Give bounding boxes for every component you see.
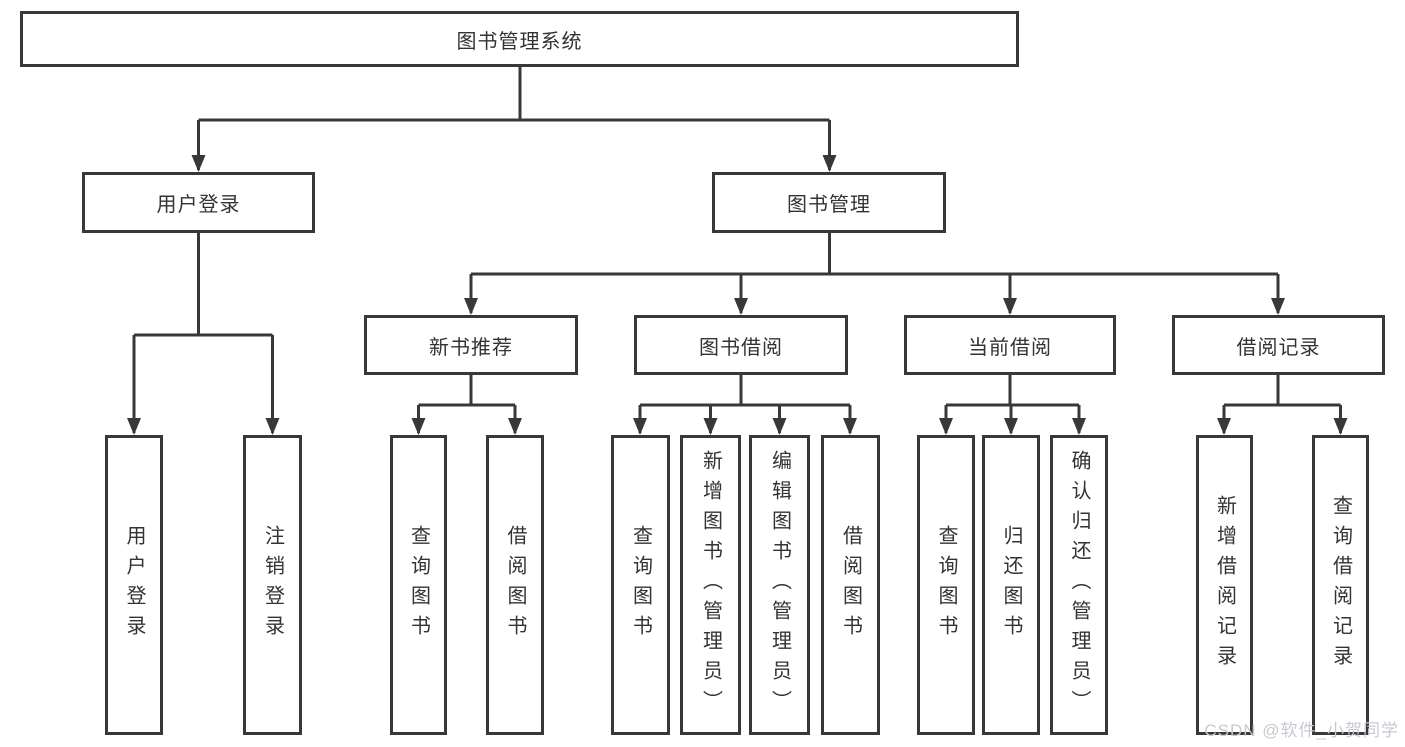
watermark: CSDN @软件_小贺同学 — [1204, 721, 1399, 740]
leaf-records-query-record: 查询借阅记录 — [1312, 435, 1369, 735]
leaf-records-add-record: 新增借阅记录 — [1196, 435, 1253, 735]
leaf-borrow-query-books: 查询图书 — [611, 435, 670, 735]
leaf-current-query-books: 查询图书 — [917, 435, 975, 735]
node-user-login: 用户登录 — [82, 172, 315, 233]
node-book-management: 图书管理 — [712, 172, 946, 233]
leaf-current-return-books: 归还图书 — [982, 435, 1040, 735]
connector-user-login-to-leaves — [132, 233, 274, 433]
leaf-recommend-query-books: 查询图书 — [390, 435, 447, 735]
connector-book-borrow-to-leaves — [638, 375, 852, 433]
connector-borrow-records-to-leaves — [1222, 375, 1342, 433]
leaf-user-login: 用户登录 — [105, 435, 163, 735]
arrowheads — [127, 155, 1348, 435]
leaf-borrow-borrow-books: 借阅图书 — [821, 435, 880, 735]
connector-book-management-to-level3 — [469, 233, 1280, 313]
node-book-borrow: 图书借阅 — [634, 315, 848, 375]
node-new-book-recommend: 新书推荐 — [364, 315, 578, 375]
leaf-borrow-add-books-admin: 新增图书（管理员） — [680, 435, 741, 735]
node-borrow-records: 借阅记录 — [1172, 315, 1385, 375]
connector-new-book-recommend-to-leaves — [417, 375, 517, 433]
leaf-logout: 注销登录 — [243, 435, 302, 735]
node-root: 图书管理系统 — [20, 11, 1019, 67]
node-current-borrow: 当前借阅 — [904, 315, 1116, 375]
leaf-recommend-borrow-books: 借阅图书 — [486, 435, 544, 735]
leaf-current-confirm-return-admin: 确认归还（管理员） — [1050, 435, 1108, 735]
leaf-borrow-edit-books-admin: 编辑图书（管理员） — [749, 435, 810, 735]
connector-root-to-level2 — [197, 67, 831, 170]
